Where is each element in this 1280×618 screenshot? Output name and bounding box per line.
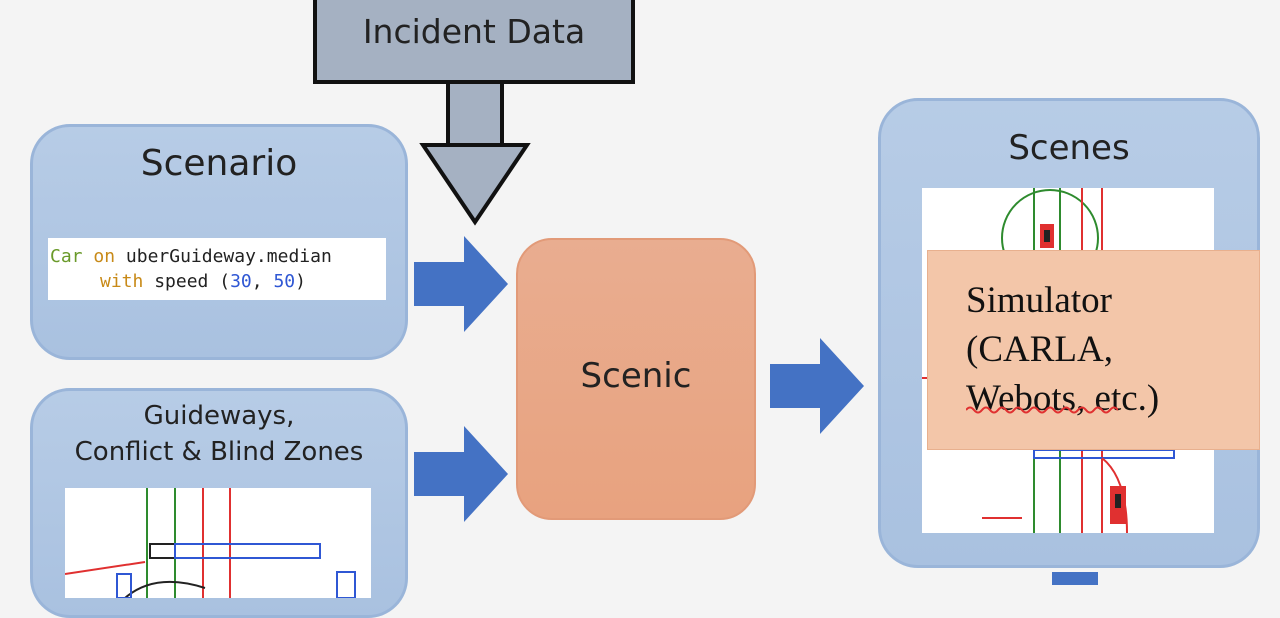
scenario-code-snippet: Car on uberGuideway.median with speed (3… — [48, 238, 386, 300]
code-token-close: ) — [295, 271, 306, 292]
code-token-speed: speed ( — [154, 271, 231, 292]
code-token-comma: , — [251, 271, 274, 292]
guideways-title-line-2: Conflict & Blind Zones — [74, 437, 364, 467]
scenic-label: Scenic — [580, 356, 692, 396]
arrow-guideways-to-scenic — [414, 426, 508, 522]
arrow-scenic-to-scenes — [770, 338, 864, 434]
spellcheck-squiggle — [966, 406, 1118, 414]
code-line-1: Car on uberGuideway.median — [48, 244, 386, 269]
code-token-car: Car — [50, 246, 83, 267]
guideways-title: Guideways, Conflict & Blind Zones — [30, 398, 408, 470]
code-line-2: with speed (30, 50) — [48, 269, 386, 294]
code-token-on: on — [93, 246, 116, 267]
simulator-label: Simulator (CARLA, Webots, etc.) — [966, 280, 1160, 419]
arrow-scenes-down-partial — [1052, 572, 1098, 585]
guideways-map-image — [65, 488, 371, 598]
scenes-title: Scenes — [1008, 128, 1130, 168]
incident-data-arrow — [313, 0, 635, 226]
scenario-title: Scenario — [140, 143, 298, 184]
arrow-scenario-to-scenic — [414, 236, 508, 332]
simulator-box — [927, 250, 1260, 450]
scenic-box — [516, 238, 756, 520]
incident-data-label: Incident Data — [362, 12, 586, 51]
code-token-guideway: uberGuideway.median — [125, 246, 332, 267]
guideways-title-line-1: Guideways, — [143, 401, 295, 431]
code-token-speed-min: 30 — [230, 271, 252, 292]
code-token-with: with — [100, 271, 144, 292]
code-token-speed-max: 50 — [273, 271, 296, 292]
